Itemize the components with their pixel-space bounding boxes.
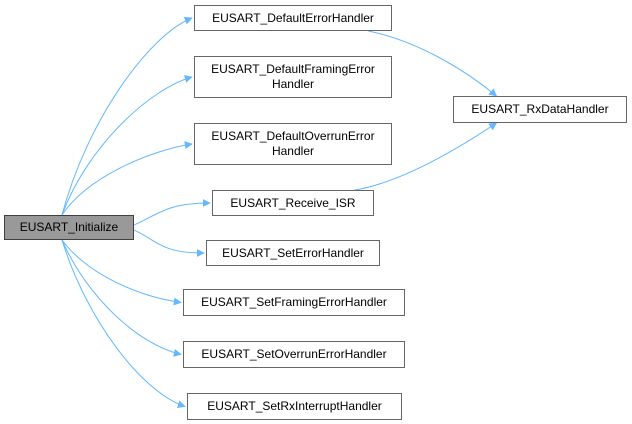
edge-default-error-handler-to-rx-data-handler (368, 30, 498, 97)
node-label: EUSART_DefaultOverrunError Handler (211, 129, 375, 158)
node-set-rx-interrupt-handler[interactable]: EUSART_SetRxInterruptHandler (187, 393, 402, 420)
edge-root-to-set-error-handler (133, 229, 205, 257)
node-set-framing-error-handler[interactable]: EUSART_SetFramingErrorHandler (183, 289, 405, 316)
edge-root-to-default-framing-error-handler (61, 75, 193, 216)
node-label: EUSART_Initialize (19, 220, 119, 234)
node-label: EUSART_DefaultFramingError Handler (211, 62, 375, 91)
edge-root-to-default-error-handler (61, 16, 193, 216)
edge-root-to-set-overrun-error-handler (61, 239, 182, 357)
node-set-error-handler[interactable]: EUSART_SetErrorHandler (206, 240, 380, 266)
node-rx-data-handler[interactable]: EUSART_RxDataHandler (453, 96, 627, 123)
edge-root-to-default-overrun-error-handler (61, 141, 193, 216)
node-label: EUSART_Receive_ISR (230, 195, 356, 210)
node-label: EUSART_SetOverrunErrorHandler (201, 347, 387, 361)
edge-root-to-receive-isr (133, 199, 211, 226)
node-default-error-handler[interactable]: EUSART_DefaultErrorHandler (194, 5, 392, 31)
edge-receive-isr-to-rx-data-handler (354, 122, 498, 191)
edge-root-to-set-framing-error-handler (61, 239, 182, 306)
node-label: EUSART_DefaultErrorHandler (212, 10, 374, 25)
edge-root-to-set-rx-interrupt-handler (61, 239, 186, 409)
node-label: EUSART_SetFramingErrorHandler (201, 295, 387, 309)
node-eusart-initialize[interactable]: EUSART_Initialize (4, 215, 134, 240)
node-default-overrun-error-handler[interactable]: EUSART_DefaultOverrunError Handler (194, 123, 392, 165)
node-label: EUSART_RxDataHandler (471, 102, 609, 116)
node-receive-isr[interactable]: EUSART_Receive_ISR (212, 190, 374, 216)
node-label: EUSART_SetRxInterruptHandler (207, 399, 382, 413)
node-default-framing-error-handler[interactable]: EUSART_DefaultFramingError Handler (194, 56, 392, 98)
node-set-overrun-error-handler[interactable]: EUSART_SetOverrunErrorHandler (183, 341, 405, 368)
node-label: EUSART_SetErrorHandler (222, 245, 364, 260)
